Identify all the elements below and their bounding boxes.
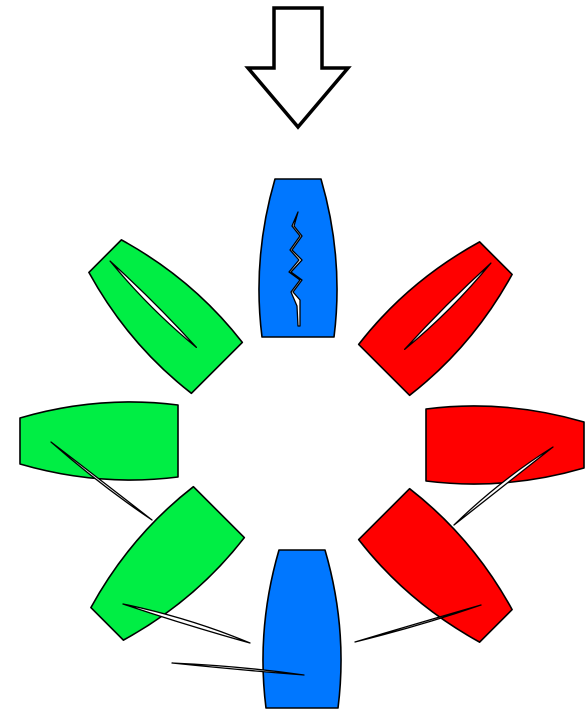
boat-head-to-wind [259,179,337,337]
boat-port-beam-reach [20,402,178,480]
boat-port-close-hauled [78,229,245,396]
boat-hull [357,487,524,654]
boat-starboard-beam-reach [426,406,584,484]
boat-port-broad-reach [80,485,247,652]
boat-hull [426,406,584,484]
boat-running [263,550,341,708]
boat-hull [80,485,247,652]
boat-starboard-broad-reach [357,487,524,654]
boat-hull [263,550,341,708]
boat-starboard-close-hauled [357,231,524,398]
wind-direction-arrow-icon [248,8,348,127]
boat-hull [20,402,178,480]
